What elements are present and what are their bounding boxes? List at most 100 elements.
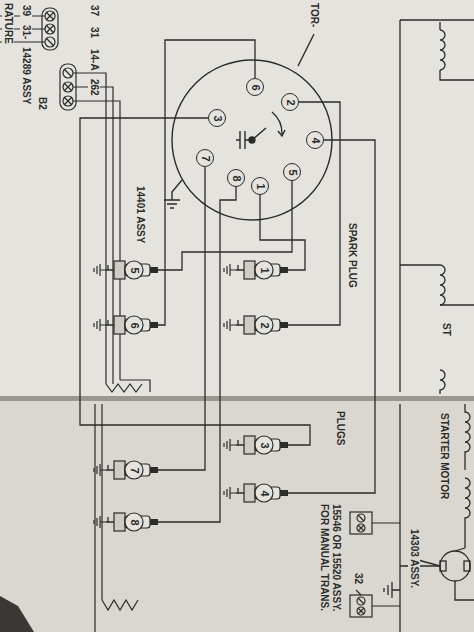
starter-circuit: [440, 22, 474, 80]
number-ring: [125, 261, 143, 279]
cap-terminal: 4: [306, 131, 324, 149]
distributor-cap: [164, 34, 332, 220]
spark-plug: 4: [236, 482, 288, 504]
plug-wire: [288, 140, 375, 493]
callout-label: SPARK PLUG: [346, 222, 358, 289]
terminal-blocks: [102, 600, 138, 610]
paper: [0, 596, 34, 632]
callout-label: 32: [352, 572, 364, 585]
starter-circuit: [440, 265, 445, 305]
plug-grounds: [224, 487, 236, 499]
starter-circuit: [418, 560, 440, 566]
number-ring: [255, 316, 273, 334]
plug-terminal: [280, 442, 288, 448]
number-ring: [255, 484, 273, 502]
distributor-cap: [172, 60, 332, 220]
spark-plug: 8: [106, 511, 158, 533]
plug-terminal: [280, 322, 288, 328]
paper: [0, 400, 474, 632]
terminal-blocks: [63, 96, 73, 106]
distributor-cap: [252, 128, 266, 140]
plug-wire: [158, 40, 255, 325]
switch-connectors: [350, 512, 372, 534]
plug-shell: [114, 261, 125, 279]
switch-connectors: [357, 524, 365, 532]
starter-circuit: [440, 551, 470, 581]
number-ring: [125, 513, 143, 531]
terminal-blocks: [45, 24, 55, 34]
starter-circuit: [455, 548, 474, 600]
cylinder-number: 7: [129, 467, 140, 473]
distributor-cap: [172, 180, 182, 200]
plug-wire: [288, 102, 340, 325]
callout-label: 14401 ASSY: [134, 185, 146, 244]
switch-connectors: [358, 515, 364, 521]
plug-wire: [158, 167, 205, 470]
plug-shell: [114, 513, 125, 531]
spark-plug: 6: [106, 314, 158, 336]
callout-label: RATURE: [2, 2, 14, 45]
cylinder-number: 3: [212, 115, 223, 121]
spark-plug: 3: [236, 434, 288, 456]
plug-electrode: [106, 320, 114, 325]
terminal-blocks: [64, 69, 72, 77]
cylinder-number: 4: [259, 490, 270, 496]
callout-label: 31: [88, 26, 100, 39]
plug-shell: [244, 261, 255, 279]
spark-plug: 2: [236, 314, 288, 336]
plug-terminal: [150, 467, 158, 473]
switch-connectors: [358, 598, 364, 604]
distributor-cap: [278, 130, 285, 136]
plug-grounds: [224, 439, 236, 451]
plug-electrode: [106, 517, 114, 522]
number-ring: [125, 316, 143, 334]
callout-label: 15546 OR 15520 ASSY. FOR MANUAL TRANS.: [318, 503, 342, 630]
terminal-blocks: [46, 38, 54, 46]
plug-shell: [244, 484, 255, 502]
cylinder-number: 5: [129, 267, 140, 273]
plug-shell: [244, 436, 255, 454]
terminal-blocks: [63, 68, 73, 78]
plug-terminal: [150, 519, 158, 525]
starter-circuit: [384, 20, 474, 632]
plug-electrode: [236, 488, 244, 493]
cylinder-number: 4: [310, 137, 321, 143]
cap-terminal: 6: [246, 78, 264, 96]
switch-connectors: [357, 607, 365, 615]
distributor-cap: [164, 200, 180, 208]
starter-circuit: [399, 404, 400, 632]
cap-terminal: 7: [196, 149, 214, 167]
callout-label: 37: [88, 4, 100, 17]
plug-electrode: [236, 440, 244, 445]
plug-shell: [114, 461, 125, 479]
number-ring: [255, 261, 273, 279]
plug-grounds: [224, 319, 236, 331]
callout-label: ST: [440, 322, 452, 337]
plug-terminal: [150, 267, 158, 273]
plug-electrode: [106, 465, 114, 470]
starter-circuit: [400, 20, 474, 392]
starter-circuit: [440, 30, 445, 70]
distributor-cap: [298, 34, 314, 66]
distributor-cap: [272, 112, 282, 134]
distributor-cap: [236, 131, 249, 149]
callout-label: 39: [20, 4, 32, 17]
terminal-blocks: [46, 25, 54, 33]
plug-shell: [114, 316, 125, 334]
number-ring: [125, 461, 143, 479]
cylinder-number: 7: [200, 155, 211, 161]
switch-connectors: [350, 512, 400, 617]
cap-terminal: 5: [283, 163, 301, 181]
plug-terminal: [280, 267, 288, 273]
terminal-blocks: [120, 380, 150, 392]
starter-circuit: [465, 404, 470, 470]
plug-electrode: [106, 265, 114, 270]
terminal-blocks: [64, 83, 72, 91]
starter-circuit: [440, 561, 446, 571]
starter-circuit: [440, 370, 445, 394]
paper: [0, 0, 474, 398]
plug-grounds: [94, 264, 106, 276]
terminal-blocks: [106, 384, 142, 392]
terminal-blocks: [0, 8, 150, 632]
